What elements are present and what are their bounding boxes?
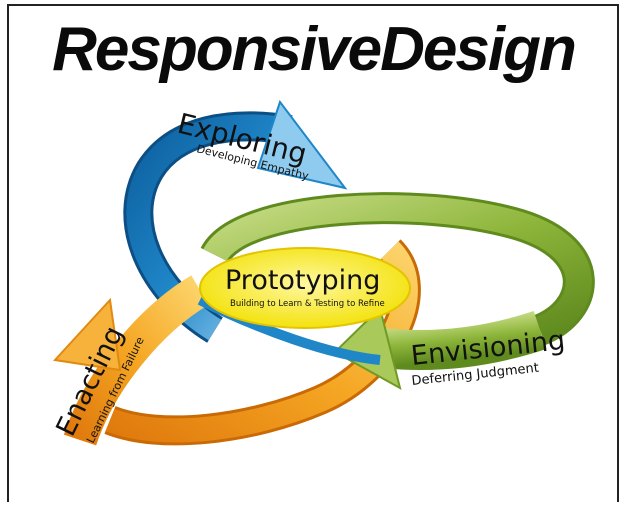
prototyping-label: Prototyping [225, 265, 380, 296]
envisioning-arrow [200, 192, 595, 390]
diagram-title: ResponsiveDesign [52, 15, 577, 84]
prototyping-subtitle: Building to Learn & Testing to Refine [230, 299, 385, 309]
image-frame [7, 4, 619, 502]
exploring-arrow [123, 99, 348, 343]
prototyping-ellipse [199, 247, 411, 329]
